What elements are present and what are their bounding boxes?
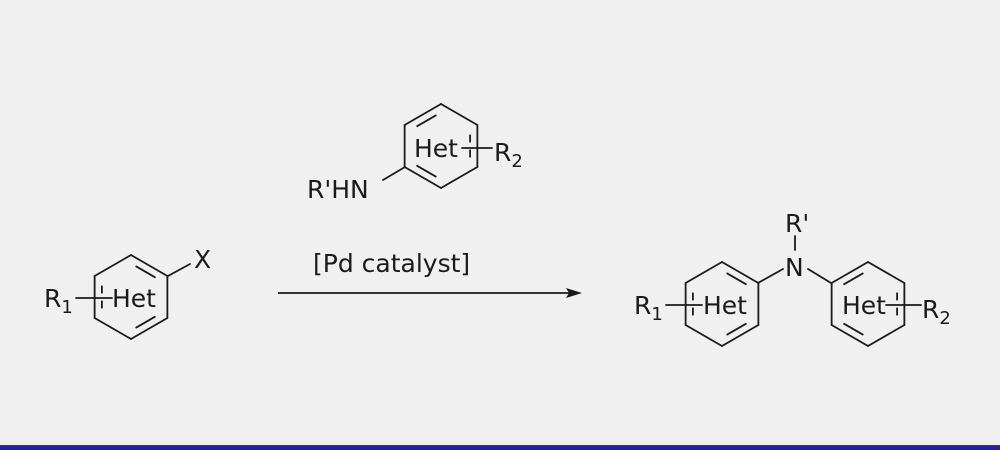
- ring-bond: [93, 317, 132, 340]
- het-ring-label: Het: [414, 134, 458, 163]
- het-ring-label: Het: [112, 284, 156, 313]
- ring-bond: [867, 324, 906, 347]
- ring-bond: [684, 261, 723, 284]
- aromatic-bond: [416, 164, 437, 178]
- ring-bond: [130, 254, 169, 277]
- footer-bar: [0, 445, 1000, 450]
- r2-label: R2: [494, 138, 523, 172]
- r1-label: R1: [634, 291, 663, 325]
- aromatic-bond: [843, 322, 864, 336]
- ring-bond: [403, 103, 442, 126]
- aromatic-bond: [726, 272, 747, 286]
- leaving-group-label: X: [194, 245, 211, 274]
- ring-bond: [93, 254, 132, 277]
- bond-lines: [75, 103, 922, 347]
- aromatic-bond: [726, 322, 747, 336]
- ring-bond: [440, 166, 479, 189]
- reactant-aryl-halide: R1 Het X: [44, 245, 211, 318]
- r1-label: R1: [44, 284, 73, 318]
- ring-bond: [684, 324, 723, 347]
- reagent-amine: R'HN Het R2: [307, 134, 523, 204]
- aromatic-bond: [843, 272, 864, 286]
- product-diarylamine: R1 Het N R' Het R2: [634, 209, 951, 329]
- catalyst-label: [Pd catalyst]: [313, 249, 470, 278]
- aromatic-bond: [135, 315, 156, 329]
- ring-bond: [721, 324, 760, 347]
- ring-bond: [130, 317, 169, 340]
- ring-bond: [721, 261, 760, 284]
- aromatic-bond: [416, 114, 437, 128]
- ring-bond: [440, 103, 479, 126]
- aromatic-bond: [135, 265, 156, 279]
- ring-bond: [830, 324, 869, 347]
- c-x-bond: [167, 263, 191, 277]
- c-n-bond: [382, 166, 406, 181]
- ring-bond: [867, 261, 906, 284]
- arrow-head-icon: [566, 288, 582, 298]
- left-het-ring-label: Het: [703, 291, 747, 320]
- nitrogen-label: N: [785, 253, 804, 282]
- n-substituent-label: R': [785, 209, 809, 238]
- ring-bond: [403, 166, 442, 189]
- r2-label: R2: [922, 295, 951, 329]
- ring-bond: [830, 261, 869, 284]
- c-n-bond: [807, 268, 832, 284]
- amine-label: R'HN: [307, 175, 369, 204]
- c-n-bond: [757, 268, 784, 284]
- right-het-ring-label: Het: [842, 291, 886, 320]
